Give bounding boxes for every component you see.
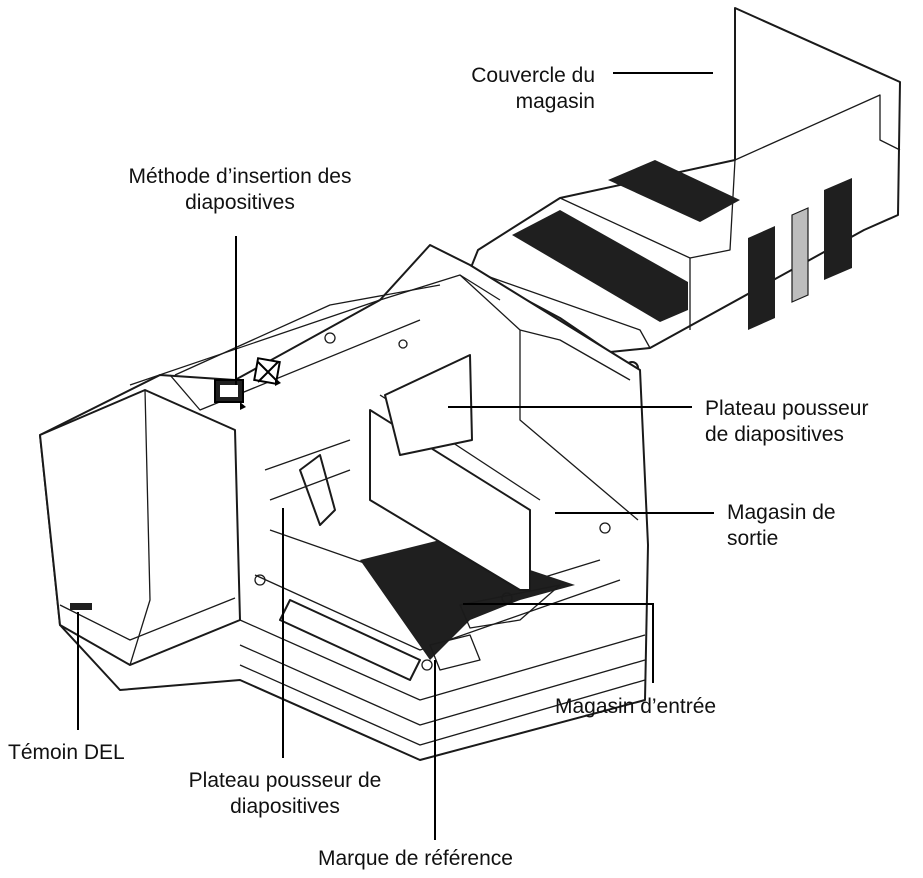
label-couvercle-line2: magasin — [515, 90, 595, 113]
label-magasin-de-sortie: Magasin de sortie — [727, 500, 836, 552]
magazine-cover — [469, 7, 901, 375]
label-couvercle-du-magasin: Couvercle du magasin — [420, 63, 595, 115]
label-plateau-right-line2: de diapositives — [705, 423, 844, 446]
leader-lines — [77, 72, 714, 840]
label-plateau-pousseur-bottom: Plateau pousseur de diapositives — [150, 768, 420, 820]
label-plateau-pousseur-right: Plateau pousseur de diapositives — [705, 396, 868, 448]
leader-magasin-entree — [463, 603, 654, 683]
label-couvercle-line1: Couvercle du — [471, 64, 595, 87]
label-methode-line2: diapositives — [185, 191, 295, 214]
label-plateau-bottom-line1: Plateau pousseur de — [188, 769, 382, 792]
label-plateau-right-line1: Plateau pousseur — [705, 397, 869, 420]
label-marque-de-reference: Marque de référence — [318, 847, 513, 870]
label-plateau-bottom-line2: diapositives — [230, 795, 340, 818]
label-temoin-del: Témoin DEL — [8, 741, 125, 764]
label-methode-line1: Méthode d’insertion des — [128, 165, 352, 188]
label-magasin-sortie-line2: sortie — [727, 527, 779, 550]
scanner-body — [39, 244, 649, 761]
label-magasin-d-entree: Magasin d’entrée — [555, 695, 717, 718]
label-methode-insertion: Méthode d’insertion des diapositives — [90, 164, 390, 216]
label-magasin-sortie-line1: Magasin de — [727, 501, 836, 524]
